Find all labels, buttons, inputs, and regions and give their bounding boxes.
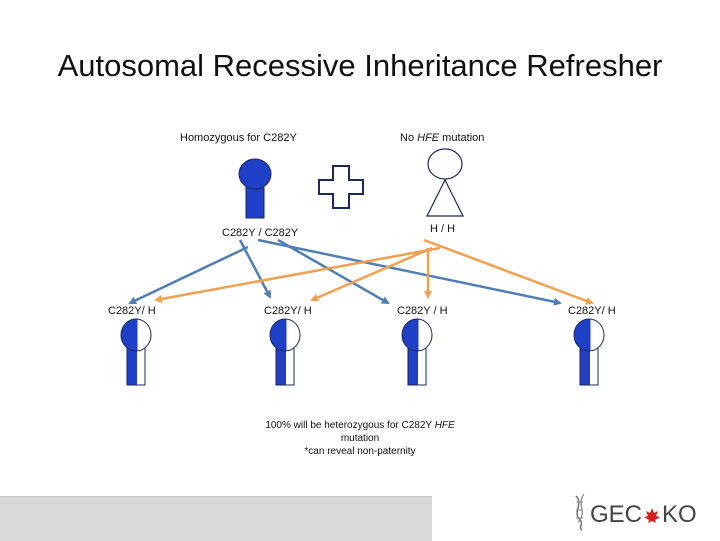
child-3-symbol [401, 318, 433, 386]
footer-bar [0, 496, 432, 541]
logo-text-right: KO [662, 501, 697, 528]
mother-genotype: H / H [430, 223, 456, 235]
child-3-genotype: C282Y / H [397, 305, 448, 317]
father-genotype: C282Y / C282Y [222, 227, 299, 239]
gecko-logo: GEC KO [575, 493, 697, 531]
child-4-genotype: C282Y/ H [568, 305, 616, 317]
maternal-arrow-child-1 [154, 246, 441, 303]
father-symbol [238, 158, 272, 219]
mother-symbol [426, 148, 464, 217]
maternal-arrow-child-2 [310, 246, 433, 302]
paternal-arrow-child-2 [238, 239, 272, 299]
mother-description: No HFE mutation [400, 132, 485, 144]
plus-icon [318, 165, 364, 209]
paternal-arrow-child-4 [257, 238, 562, 306]
child-4-symbol [573, 318, 605, 386]
maternal-arrows [154, 238, 594, 305]
child-1-symbol [120, 318, 152, 386]
maternal-arrow-child-4 [423, 238, 594, 305]
note-line-1: 100% will be heterozygous for C282Y HFE [265, 420, 455, 431]
paternal-arrows [128, 238, 562, 306]
paternal-arrow-child-1 [128, 245, 249, 305]
child-1-genotype: C282Y/ H [108, 305, 156, 317]
logo-text-left: GEC [590, 501, 642, 528]
maple-leaf-icon [644, 508, 660, 523]
paternal-arrow-child-3 [277, 238, 390, 305]
note-line-3: *can reveal non-paternity [304, 446, 416, 457]
note-line-2: mutation [340, 433, 380, 444]
father-description: Homozygous for C282Y [180, 132, 297, 144]
child-2-symbol [269, 318, 301, 386]
slide-title: Autosomal Recessive Inheritance Refreshe… [57, 48, 663, 83]
inheritance-note: 100% will be heterozygous for C282Y HFE … [240, 419, 480, 458]
child-2-genotype: C282Y/ H [264, 305, 312, 317]
